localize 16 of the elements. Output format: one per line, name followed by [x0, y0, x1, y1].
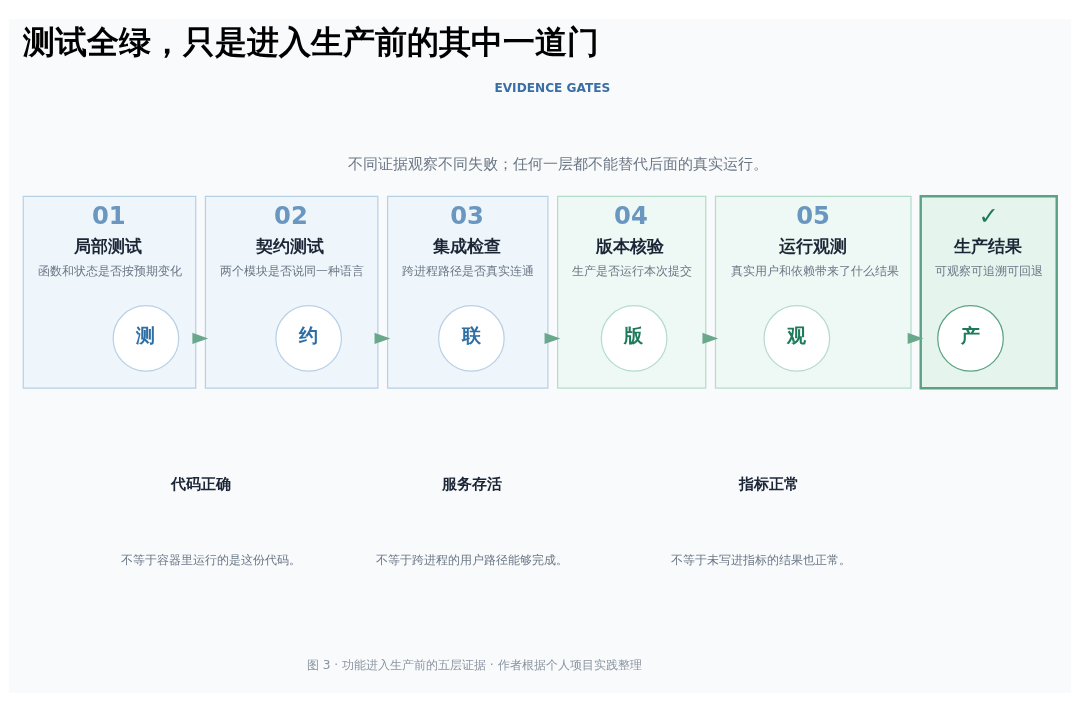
label: 不等于跨进程的用户路径能够完成。 — [376, 552, 569, 567]
label: 代码正确 — [170, 474, 231, 492]
label: 不同证据观察不同失败；任何一层都不能替代后面的真实运行。 — [348, 153, 769, 171]
label: EVIDENCE GATES — [494, 80, 611, 95]
node-circle: 版 — [600, 304, 668, 372]
diagram-title: 测试全绿，只是进入生产前的其中一道门 — [23, 23, 600, 60]
node-circle: 约 — [275, 304, 343, 372]
caption: 图 3 · 功能进入生产前的五层证据 · 作者根据个人项目实践整理 — [306, 657, 642, 672]
node-circle: 测 — [112, 304, 180, 372]
node-circle: 观 — [763, 304, 831, 372]
node-circle: 产 — [937, 304, 1004, 372]
label: 服务存活 — [441, 474, 502, 492]
node-circle: 联 — [438, 304, 505, 372]
label: 不等于容器里运行的是这份代码。 — [121, 552, 302, 567]
label: 不等于未写进指标的结果也正常。 — [671, 552, 852, 567]
label: 指标正常 — [739, 474, 800, 492]
